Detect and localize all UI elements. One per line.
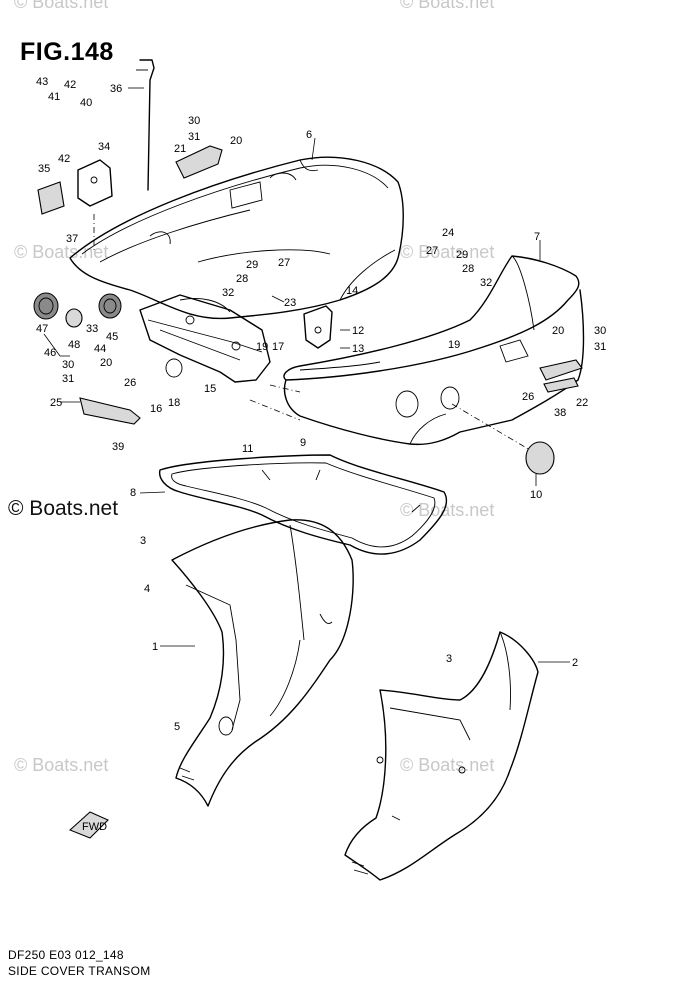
watermark: © Boats.net bbox=[400, 0, 495, 12]
callout-13: 13 bbox=[352, 343, 364, 355]
callout-31: 31 bbox=[188, 131, 200, 143]
callout-21: 21 bbox=[174, 143, 186, 155]
callout-23: 23 bbox=[284, 297, 296, 309]
callout-26: 26 bbox=[522, 391, 534, 403]
callout-8: 8 bbox=[130, 487, 136, 499]
callout-2: 2 bbox=[572, 657, 578, 669]
callout-12: 12 bbox=[352, 325, 364, 337]
callout-45: 45 bbox=[106, 331, 118, 343]
callout-47: 47 bbox=[36, 323, 48, 335]
part-15-bracket bbox=[139, 294, 271, 383]
part-7-upper-side-cover bbox=[283, 255, 585, 446]
callout-24: 24 bbox=[442, 227, 454, 239]
callout-30: 30 bbox=[188, 115, 200, 127]
part-18-bushing bbox=[165, 358, 183, 378]
part-21-latch bbox=[175, 145, 223, 179]
callout-28: 28 bbox=[236, 273, 248, 285]
callout-37: 37 bbox=[66, 233, 78, 245]
callout-22: 22 bbox=[576, 397, 588, 409]
figure-code: DF250 E03 012_148 bbox=[8, 948, 124, 962]
callout-17: 17 bbox=[272, 341, 284, 353]
callout-35: 35 bbox=[38, 163, 50, 175]
callout-6: 6 bbox=[306, 129, 312, 141]
callout-41: 41 bbox=[48, 91, 60, 103]
callout-26: 26 bbox=[124, 377, 136, 389]
callout-7: 7 bbox=[534, 231, 540, 243]
figure-caption: SIDE COVER TRANSOM bbox=[8, 964, 151, 978]
callout-25: 25 bbox=[50, 397, 62, 409]
part-6-upper-side-cover bbox=[69, 156, 404, 320]
part-35-plate bbox=[37, 181, 65, 215]
callout-20: 20 bbox=[100, 357, 112, 369]
callout-20: 20 bbox=[230, 135, 242, 147]
callout-29: 29 bbox=[246, 259, 258, 271]
part-10-cap bbox=[525, 441, 555, 475]
callout-42: 42 bbox=[58, 153, 70, 165]
callout-31: 31 bbox=[594, 341, 606, 353]
part-1-lower-side-cover bbox=[171, 519, 354, 807]
callout-19: 19 bbox=[448, 339, 460, 351]
callout-44: 44 bbox=[94, 343, 106, 355]
part-fwd-arrow: FWD bbox=[68, 811, 109, 839]
callout-5: 5 bbox=[174, 721, 180, 733]
callout-34: 34 bbox=[98, 141, 110, 153]
watermark-main: © Boats.net bbox=[8, 497, 119, 520]
part-8-seal bbox=[158, 454, 448, 555]
watermark: © Boats.net bbox=[14, 755, 109, 775]
leader-lines bbox=[43, 87, 570, 663]
part-38-plate bbox=[543, 377, 579, 393]
watermark: © Boats.net bbox=[400, 242, 495, 262]
callout-28: 28 bbox=[462, 263, 474, 275]
part-36-rod bbox=[136, 59, 155, 191]
part-47-grommet bbox=[33, 292, 59, 320]
callout-42: 42 bbox=[64, 79, 76, 91]
part-22-latch bbox=[539, 359, 583, 381]
part-2-lower-side-cover bbox=[344, 631, 539, 881]
callout-15: 15 bbox=[204, 383, 216, 395]
callout-32: 32 bbox=[480, 277, 492, 289]
callout-43: 43 bbox=[36, 76, 48, 88]
part-39-latch bbox=[79, 397, 141, 425]
callout-33: 33 bbox=[86, 323, 98, 335]
callout-4: 4 bbox=[144, 583, 150, 595]
callout-32: 32 bbox=[222, 287, 234, 299]
callout-3: 3 bbox=[140, 535, 146, 547]
callout-27: 27 bbox=[426, 245, 438, 257]
callout-1: 1 bbox=[152, 641, 158, 653]
callout-3: 3 bbox=[446, 653, 452, 665]
part-33-grommet bbox=[98, 293, 122, 319]
callout-14: 14 bbox=[346, 285, 358, 297]
callout-39: 39 bbox=[112, 441, 124, 453]
callout-48: 48 bbox=[68, 339, 80, 351]
fwd-label: FWD bbox=[82, 821, 107, 833]
part-34-bracket bbox=[77, 159, 113, 207]
callout-31: 31 bbox=[62, 373, 74, 385]
callout-18: 18 bbox=[168, 397, 180, 409]
callout-30: 30 bbox=[62, 359, 74, 371]
callout-20: 20 bbox=[552, 325, 564, 337]
callout-29: 29 bbox=[456, 249, 468, 261]
callout-labels: 43 42 41 40 36 42 34 35 37 30 31 21 20 6… bbox=[36, 76, 606, 733]
callout-46: 46 bbox=[44, 347, 56, 359]
callout-30: 30 bbox=[594, 325, 606, 337]
part-12-bracket bbox=[303, 305, 333, 349]
callout-40: 40 bbox=[80, 97, 92, 109]
callout-16: 16 bbox=[150, 403, 162, 415]
alignment-lines bbox=[93, 214, 531, 451]
callout-38: 38 bbox=[554, 407, 566, 419]
callout-10: 10 bbox=[530, 489, 542, 501]
watermark: © Boats.net bbox=[14, 0, 109, 12]
figure-title: FIG.148 bbox=[20, 38, 114, 66]
watermark: © Boats.net bbox=[400, 755, 495, 775]
callout-9: 9 bbox=[300, 437, 306, 449]
callout-11: 11 bbox=[242, 443, 253, 455]
callout-19: 19 bbox=[256, 341, 268, 353]
part-48-cap bbox=[65, 308, 83, 328]
callout-27: 27 bbox=[278, 257, 290, 269]
watermark: © Boats.net bbox=[400, 500, 495, 520]
callout-36: 36 bbox=[110, 83, 122, 95]
